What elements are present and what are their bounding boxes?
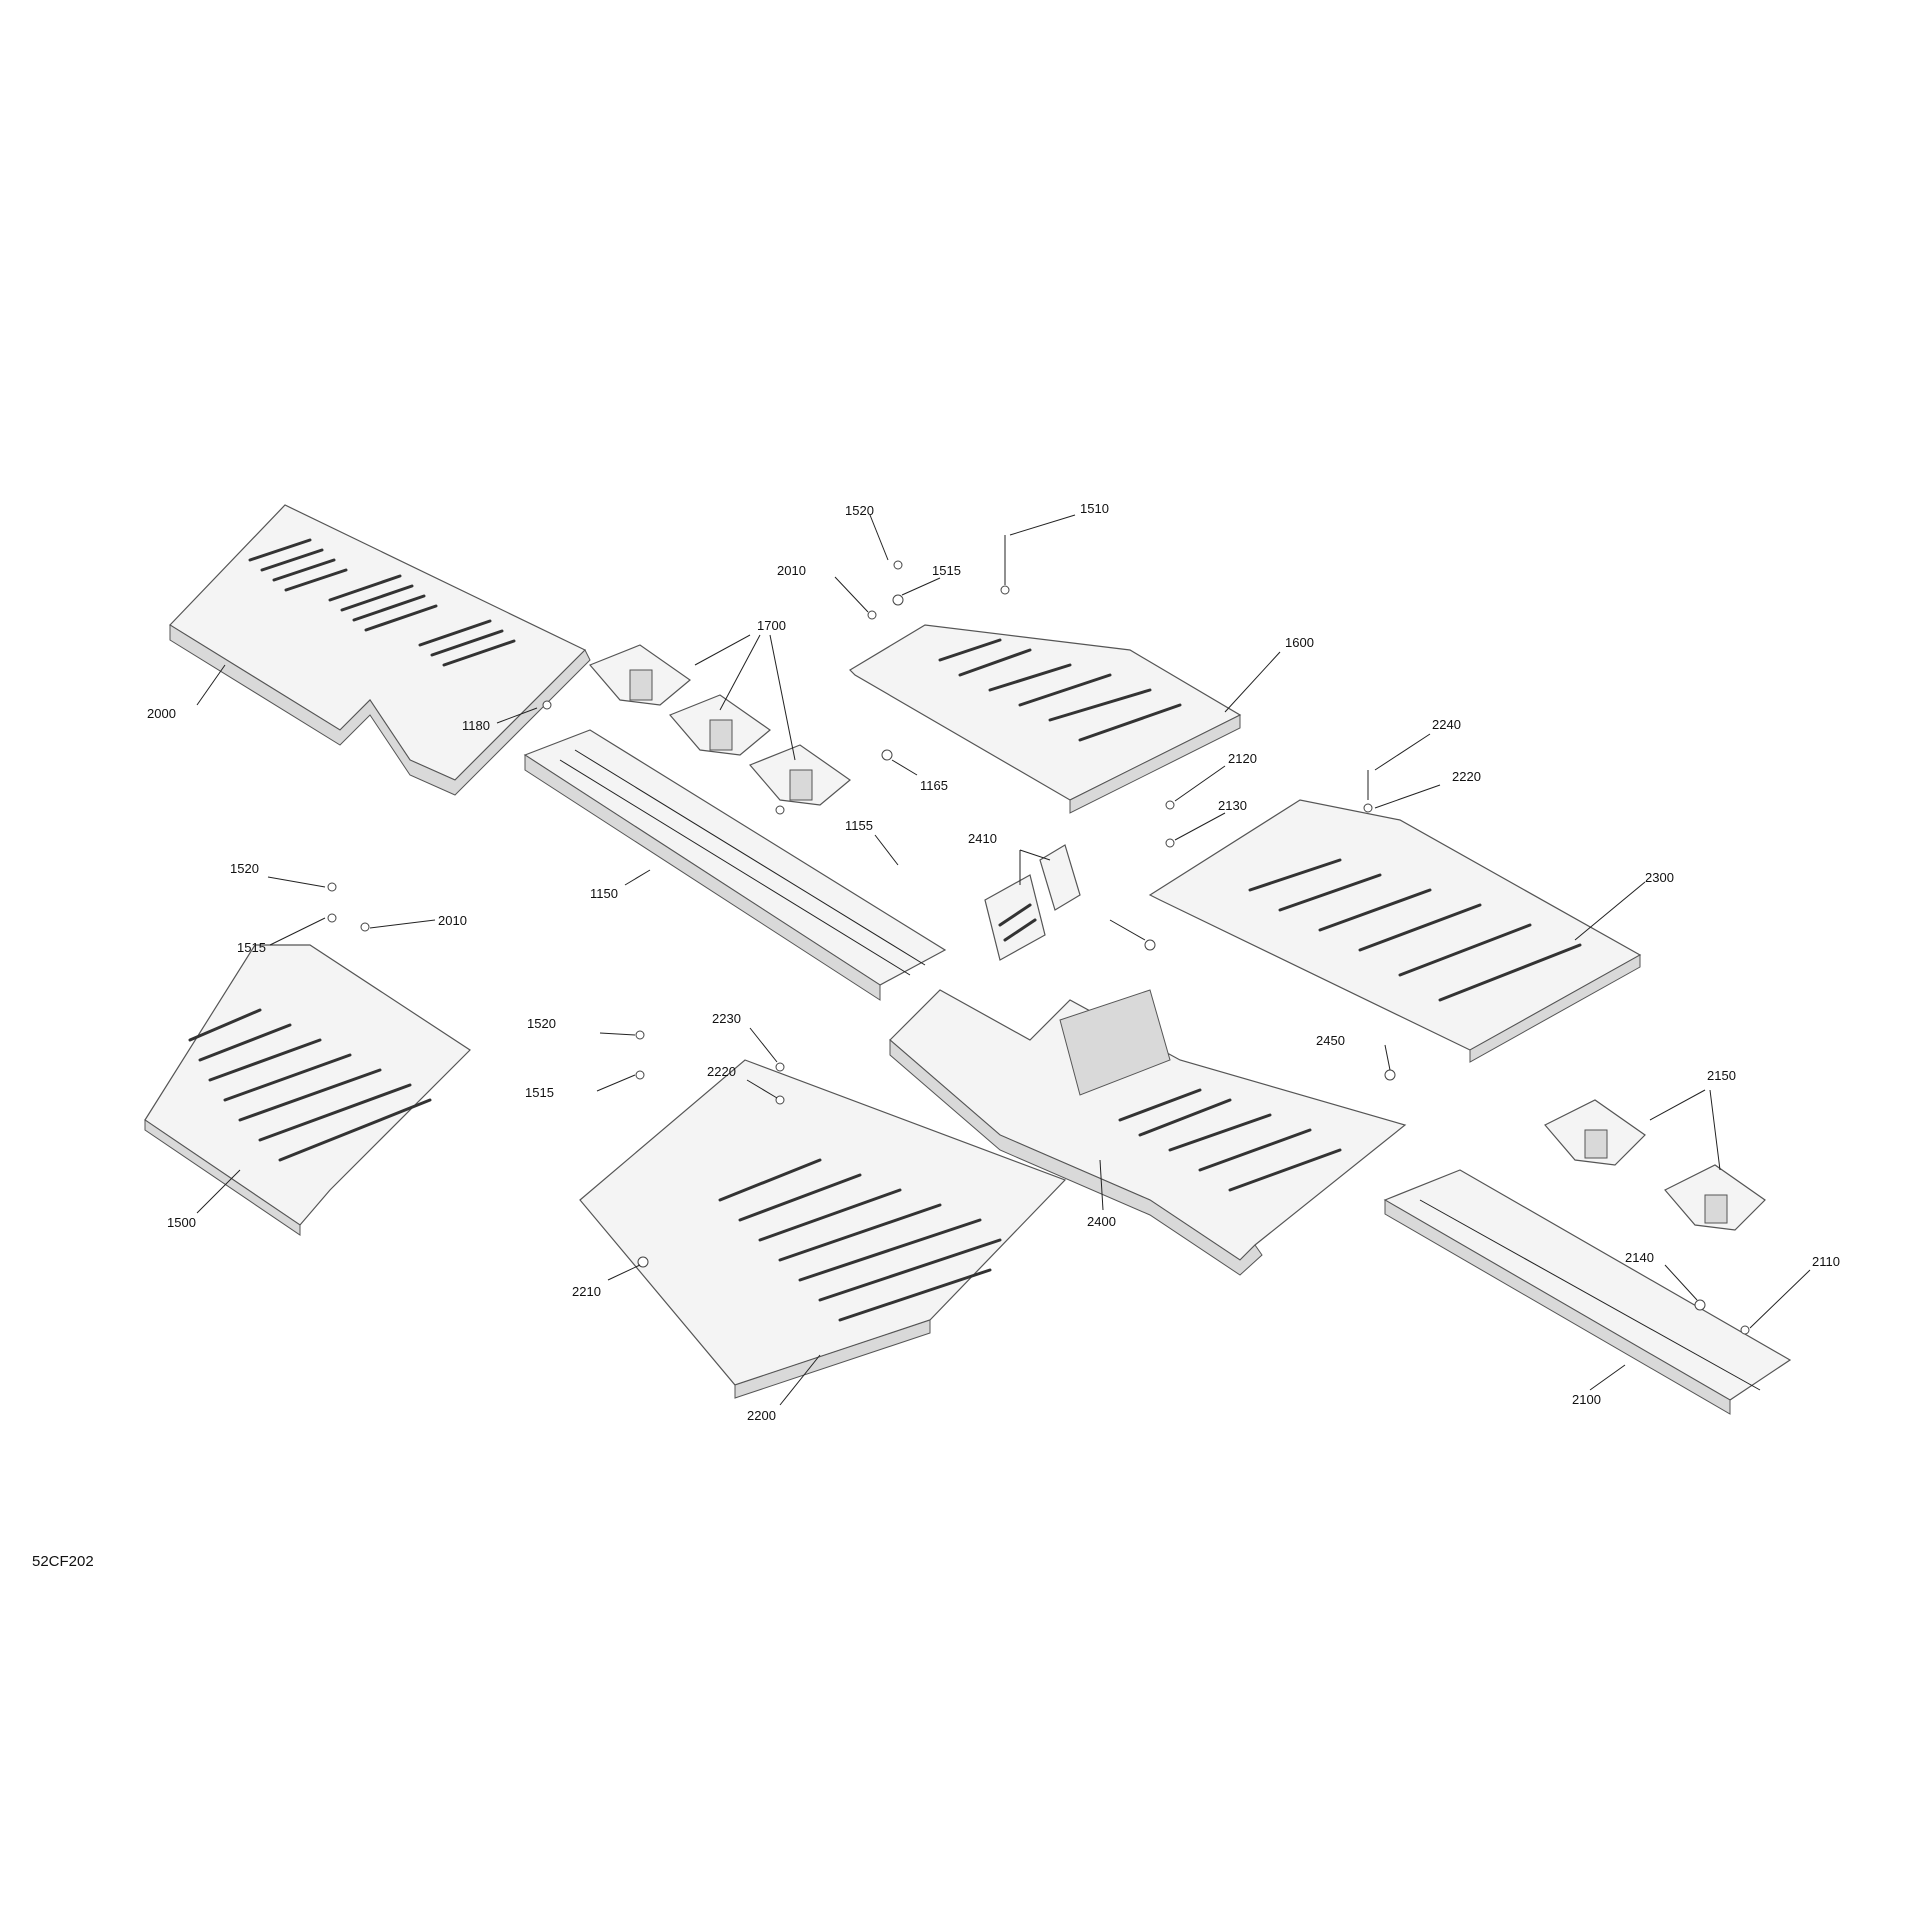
callout-label: 2450 bbox=[1316, 1033, 1345, 1048]
part-2100-rail bbox=[1383, 1169, 1792, 1415]
callout-label: 2220 bbox=[1452, 769, 1481, 784]
callout-label: 1520 bbox=[230, 861, 259, 876]
callout-label: 2400 bbox=[1087, 1214, 1116, 1229]
callout-label: 2010 bbox=[438, 913, 467, 928]
callout-label: 1520 bbox=[527, 1016, 556, 1031]
callout-label: 2240 bbox=[1432, 717, 1461, 732]
callout-label: 2000 bbox=[147, 706, 176, 721]
callout-label: 2150 bbox=[1707, 1068, 1736, 1083]
part-2410-plates bbox=[984, 844, 1081, 961]
callout-label: 1500 bbox=[167, 1215, 196, 1230]
part-1700-brackets bbox=[588, 644, 851, 806]
callout-label: 1155 bbox=[845, 818, 873, 833]
callout-label: 1520 bbox=[845, 503, 874, 518]
leader-lines bbox=[196, 514, 1811, 1406]
part-1500-panel bbox=[144, 944, 471, 1236]
callout-label: 1180 bbox=[462, 718, 490, 733]
part-2200-panel bbox=[579, 1059, 1067, 1399]
fasteners bbox=[327, 535, 1750, 1335]
callout-label: 2230 bbox=[712, 1011, 741, 1026]
part-2400-panel bbox=[889, 989, 1407, 1276]
callout-label: 1600 bbox=[1285, 635, 1314, 650]
callout-label: 2100 bbox=[1572, 1392, 1601, 1407]
callout-label: 2200 bbox=[747, 1408, 776, 1423]
callout-label: 2140 bbox=[1625, 1250, 1654, 1265]
part-1600-panel bbox=[849, 624, 1242, 814]
part-2000-panel bbox=[169, 504, 591, 796]
callout-label: 2300 bbox=[1645, 870, 1674, 885]
part-2150-brackets bbox=[1544, 1099, 1766, 1231]
callout-label: 1700 bbox=[757, 618, 786, 633]
callout-label: 2130 bbox=[1218, 798, 1247, 813]
callout-label: 2010 bbox=[777, 563, 806, 578]
part-2300-panel bbox=[1148, 799, 1642, 1063]
part-1150-rail bbox=[523, 729, 947, 1001]
callout-label: 2120 bbox=[1228, 751, 1257, 766]
callout-label: 2220 bbox=[707, 1064, 736, 1079]
callout-label: 1150 bbox=[590, 886, 618, 901]
callout-label: 2210 bbox=[572, 1284, 601, 1299]
diagram-reference-code: 52CF202 bbox=[32, 1553, 94, 1570]
callout-label: 2110 bbox=[1812, 1254, 1840, 1269]
callout-label: 1165 bbox=[920, 778, 948, 793]
callout-label: 1510 bbox=[1080, 501, 1109, 516]
callout-label: 2410 bbox=[968, 831, 997, 846]
callout-label: 1515 bbox=[932, 563, 961, 578]
callout-label: 1515 bbox=[237, 940, 266, 955]
callout-labels: 2000 1700 1180 1150 1155 1520 2010 1515 … bbox=[147, 501, 1840, 1423]
callout-label: 1515 bbox=[525, 1085, 554, 1100]
